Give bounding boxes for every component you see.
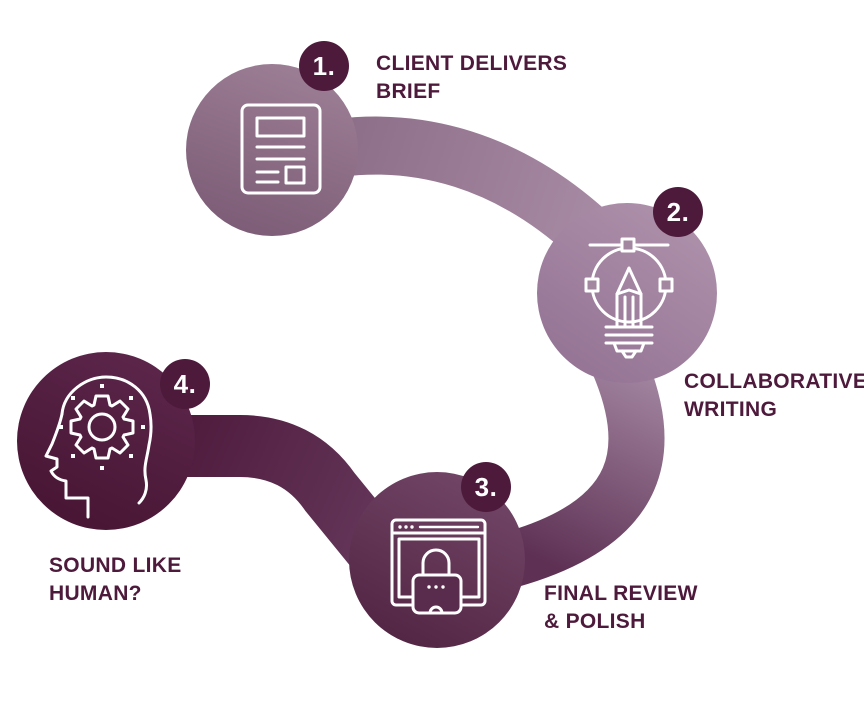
browser-lock-icon (390, 518, 487, 615)
pen-tool-lightbulb-icon (584, 237, 674, 359)
step-2-number: 2. (666, 196, 690, 227)
step-1-number: 1. (312, 50, 336, 81)
step-4-number: 4. (173, 368, 197, 399)
step-3-number: 3. (474, 471, 498, 502)
step-4-label: SOUND LIKE HUMAN? (49, 554, 182, 605)
connector-step3-step4 (162, 415, 399, 566)
step-2-badge: 2. (653, 187, 703, 237)
step-1-circle (186, 64, 358, 236)
document-icon (240, 103, 322, 195)
step-3-label: FINAL REVIEW & POLISH (544, 582, 698, 633)
step-1-badge: 1. (299, 41, 349, 91)
step-2-circle (537, 203, 717, 383)
step-4-circle (17, 352, 195, 530)
step-2-label: COLLABORATIVE WRITING (684, 370, 864, 421)
step-3-badge: 3. (461, 462, 511, 512)
step-4-badge: 4. (160, 359, 210, 409)
head-gear-icon (44, 375, 153, 519)
step-1-label: CLIENT DELIVERS BRIEF (376, 52, 568, 103)
connector-step2-step3 (502, 350, 665, 587)
